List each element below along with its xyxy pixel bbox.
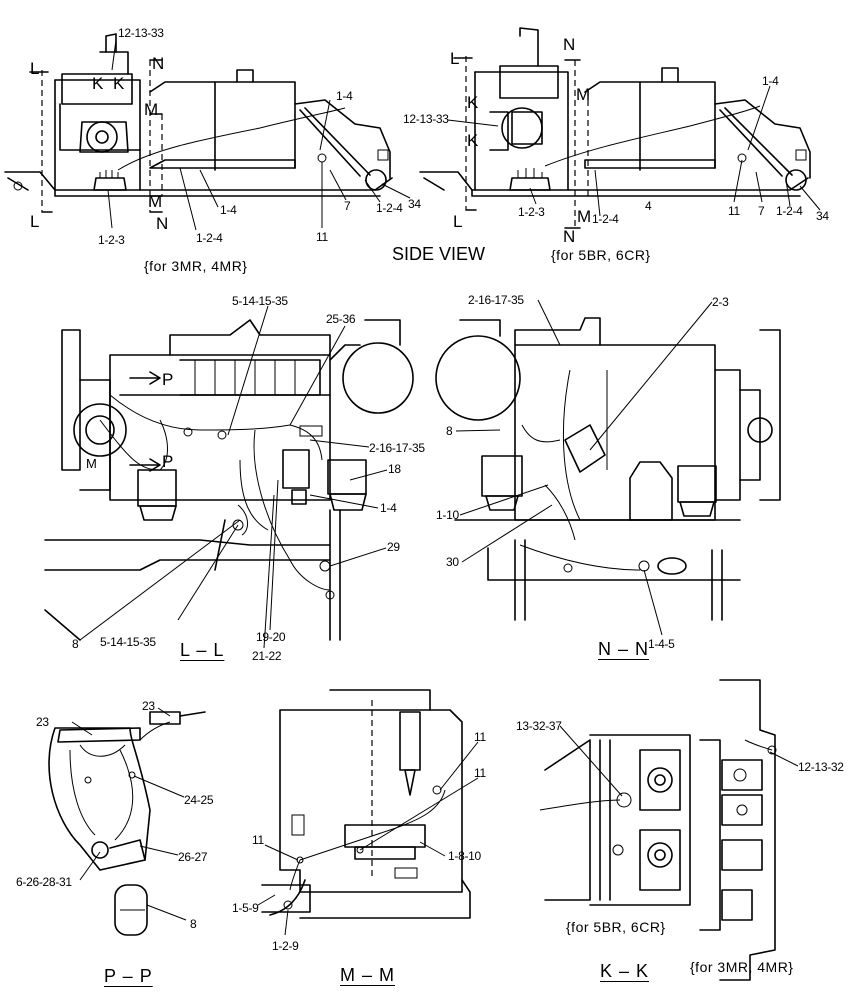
- section-marker-k1-left: K: [92, 74, 104, 93]
- label-34-side-left: 34: [408, 197, 421, 211]
- section-mm-drawing: [261, 689, 471, 919]
- section-marker-n-bottom-left: N: [156, 214, 169, 233]
- label-1-2-4-side-right-b: 1-2-4: [776, 204, 803, 218]
- label-2-3-nn: 2-3: [712, 295, 729, 309]
- side-view-left-machine: [4, 33, 393, 213]
- label-1-8-10-mm: 1-8-10: [448, 849, 481, 863]
- caption-k-k: K – K: [600, 961, 650, 981]
- section-marker-l-top-right: L: [450, 49, 460, 68]
- label-2-16-17-35-nn: 2-16-17-35: [468, 293, 524, 307]
- label-1-2-4-side-left-a: 1-2-4: [196, 231, 223, 245]
- label-13-32-37-kk: 13-32-37: [516, 719, 562, 733]
- section-marker-m-bottom-right: M: [577, 207, 592, 226]
- caption-n-n: N – N: [598, 639, 650, 659]
- section-marker-l-bottom-left: L: [30, 212, 40, 231]
- leader-lines: [71, 39, 821, 936]
- section-marker-m-bottom-left: M: [148, 192, 163, 211]
- section-marker-p-lower: P: [162, 452, 174, 471]
- label-21-22-ll: 21-22: [252, 649, 282, 663]
- label-7-side-left: 7: [344, 199, 351, 213]
- label-1-10-nn: 1-10: [436, 508, 459, 522]
- section-marker-k2-right: K: [467, 131, 479, 150]
- label-30-nn: 30: [446, 555, 459, 569]
- label-1-2-9-mm: 1-2-9: [272, 939, 299, 953]
- label-6-26-28-31-pp: 6-26-28-31: [16, 875, 72, 889]
- label-5-14-15-35-ll-bottom: 5-14-15-35: [100, 635, 156, 649]
- label-1-2-3-side-left: 1-2-3: [98, 233, 125, 247]
- section-marker-l-bottom-right: L: [453, 212, 463, 231]
- note-for-3mr-4mr-side: {for 3MR, 4MR}: [144, 258, 248, 274]
- label-12-13-33-side-right: 12-13-33: [403, 112, 449, 126]
- note-for-3mr-4mr-kk: {for 3MR, 4MR}: [690, 959, 794, 975]
- section-nn-drawing: [435, 317, 781, 621]
- section-marker-n-top-left: N: [152, 54, 165, 73]
- caption-p-p: P – P: [104, 966, 153, 986]
- label-2-16-17-35-ll: 2-16-17-35: [369, 441, 425, 455]
- section-marker-k2-left: K: [113, 74, 125, 93]
- label-1-2-3-side-right: 1-2-3: [518, 205, 545, 219]
- label-5-14-15-35-ll-top: 5-14-15-35: [232, 294, 288, 308]
- section-marker-m-top-left: M: [144, 100, 159, 119]
- section-marker-m-top-right: M: [576, 85, 591, 104]
- section-marker-n-top-right: N: [563, 35, 576, 54]
- label-11-side-right: 11: [728, 204, 740, 218]
- caption-m-m: M – M: [340, 965, 396, 985]
- label-24-25-pp: 24-25: [184, 793, 214, 807]
- label-1-4-ll: 1-4: [380, 501, 397, 515]
- section-marker-k1-right: K: [467, 93, 479, 112]
- label-23-pp-right: 23: [142, 699, 155, 713]
- label-25-36-ll: 25-36: [326, 312, 356, 326]
- note-for-5br-6cr-side: {for 5BR, 6CR}: [551, 247, 651, 263]
- note-for-5br-6cr-kk: {for 5BR, 6CR}: [566, 919, 666, 935]
- caption-l-l: L – L: [180, 640, 225, 660]
- label-1-2-4-side-right-a: 1-2-4: [592, 212, 619, 226]
- label-11-mm-c: 11: [252, 833, 264, 847]
- section-marker-p-upper: P: [162, 370, 174, 389]
- label-12-13-32-kk: 12-13-32: [798, 760, 844, 774]
- section-marker-l-top-left: L: [30, 59, 40, 78]
- label-19-20-ll: 19-20: [256, 630, 286, 644]
- label-7-side-right: 7: [758, 204, 765, 218]
- label-11-side-left: 11: [316, 230, 328, 244]
- label-1-4-side-left: 1-4: [336, 89, 353, 103]
- section-pp-drawing: [48, 711, 206, 936]
- label-29-ll: 29: [387, 540, 400, 554]
- section-kk-right-drawing: [699, 679, 777, 981]
- label-23-pp-left: 23: [36, 715, 49, 729]
- section-ll-drawing: [44, 319, 414, 641]
- label-34-side-right: 34: [816, 209, 829, 223]
- caption-side-view: SIDE VIEW: [392, 244, 486, 264]
- label-18-ll: 18: [388, 462, 401, 476]
- label-1-4-side-left-b: 1-4: [220, 203, 237, 217]
- section-kk-left-drawing: [539, 734, 691, 906]
- label-11-mm-b: 11: [474, 766, 486, 780]
- label-8-pp: 8: [190, 917, 197, 931]
- label-12-13-33-side-left: 12-13-33: [118, 26, 164, 40]
- label-4-side-right: 4: [645, 199, 652, 213]
- label-26-27-pp: 26-27: [178, 850, 208, 864]
- side-view-right-machine: [419, 27, 811, 229]
- label-1-4-5-nn: 1-4-5: [648, 637, 675, 651]
- section-marker-n-bottom-right: N: [563, 227, 576, 246]
- label-1-4-side-right: 1-4: [762, 74, 779, 88]
- section-marker-m-ll: M: [86, 456, 97, 471]
- label-1-2-4-side-left-b: 1-2-4: [376, 201, 403, 215]
- label-8-nn: 8: [446, 424, 453, 438]
- label-11-mm-a: 11: [474, 730, 486, 744]
- label-1-5-9-mm: 1-5-9: [232, 901, 259, 915]
- label-8-ll: 8: [72, 637, 79, 651]
